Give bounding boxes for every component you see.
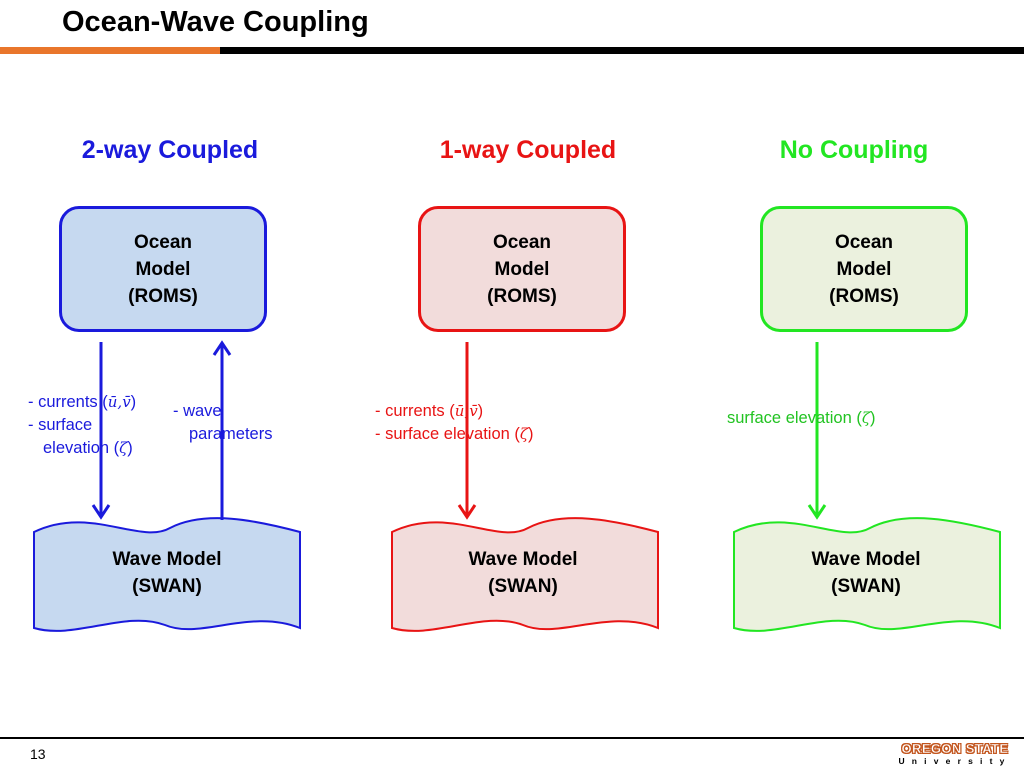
title-rule (220, 47, 1024, 54)
ocean-model-label: Ocean (834, 231, 894, 253)
note-line: - surface (28, 416, 93, 434)
heading-2way: 2-way Coupled (81, 136, 259, 164)
note-line: - currents (ū,v̄) (28, 393, 137, 411)
ocean-model-label: (ROMS) (128, 285, 198, 307)
ocean-model-label: Model (494, 258, 550, 280)
wave-model-line: Wave Model (811, 549, 921, 570)
wave-model-shape-none (733, 517, 1001, 632)
arrow-down-none (807, 342, 827, 520)
ocean-model-box-2way: Ocean Model (ROMS) (59, 206, 267, 332)
ocean-model-box-1way: Ocean Model (ROMS) (418, 206, 626, 332)
note-line: - wave (173, 402, 222, 420)
wave-model-line: (SWAN) (831, 576, 901, 597)
heading-1way: 1-way Coupled (439, 136, 617, 164)
arrow-up-2way (212, 340, 232, 520)
note-line: parameters (189, 425, 273, 443)
note-down-none: surface elevation (ζ) (727, 407, 875, 430)
note-down-1way: - currents (ū,v̄) - surface elevation (ζ… (375, 400, 534, 446)
note-up-2way: - wave parameters (173, 400, 272, 446)
note-line: elevation (ζ) (43, 439, 133, 457)
wave-model-label-2way: Wave Model (SWAN) (37, 546, 297, 600)
logo-wordmark: OREGON STATE (901, 741, 1009, 756)
logo-subtext: University (898, 756, 1012, 766)
note-down-2way: - currents (ū,v̄) - surface elevation (ζ… (28, 391, 136, 460)
ocean-model-label: Ocean (133, 231, 193, 253)
university-logo: OREGON STATE University (891, 741, 1019, 766)
wave-model-line: (SWAN) (132, 576, 202, 597)
wave-model-shape-1way (391, 517, 659, 632)
page-title: Ocean-Wave Coupling (62, 6, 369, 38)
wave-model-line: (SWAN) (488, 576, 558, 597)
footer-rule (0, 737, 1024, 739)
wave-model-shape-2way (33, 517, 301, 632)
heading-none: No Coupling (779, 136, 929, 164)
page-number: 13 (30, 746, 46, 762)
ocean-model-label: Ocean (492, 231, 552, 253)
wave-model-label-none: Wave Model (SWAN) (736, 546, 996, 600)
ocean-model-label: Model (135, 258, 191, 280)
note-line: - currents (ū,v̄) (375, 402, 484, 420)
note-line: - surface elevation (ζ) (375, 425, 534, 443)
arrow-down-1way (457, 342, 477, 520)
ocean-model-label: (ROMS) (829, 285, 899, 307)
ocean-model-label: Model (836, 258, 892, 280)
arrow-down-2way (91, 342, 111, 520)
ocean-model-label: (ROMS) (487, 285, 557, 307)
title-accent-rule (0, 47, 220, 54)
ocean-model-box-none: Ocean Model (ROMS) (760, 206, 968, 332)
wave-model-line: Wave Model (112, 549, 222, 570)
wave-model-line: Wave Model (468, 549, 578, 570)
note-line: surface elevation (ζ) (727, 409, 876, 427)
wave-model-label-1way: Wave Model (SWAN) (393, 546, 653, 600)
